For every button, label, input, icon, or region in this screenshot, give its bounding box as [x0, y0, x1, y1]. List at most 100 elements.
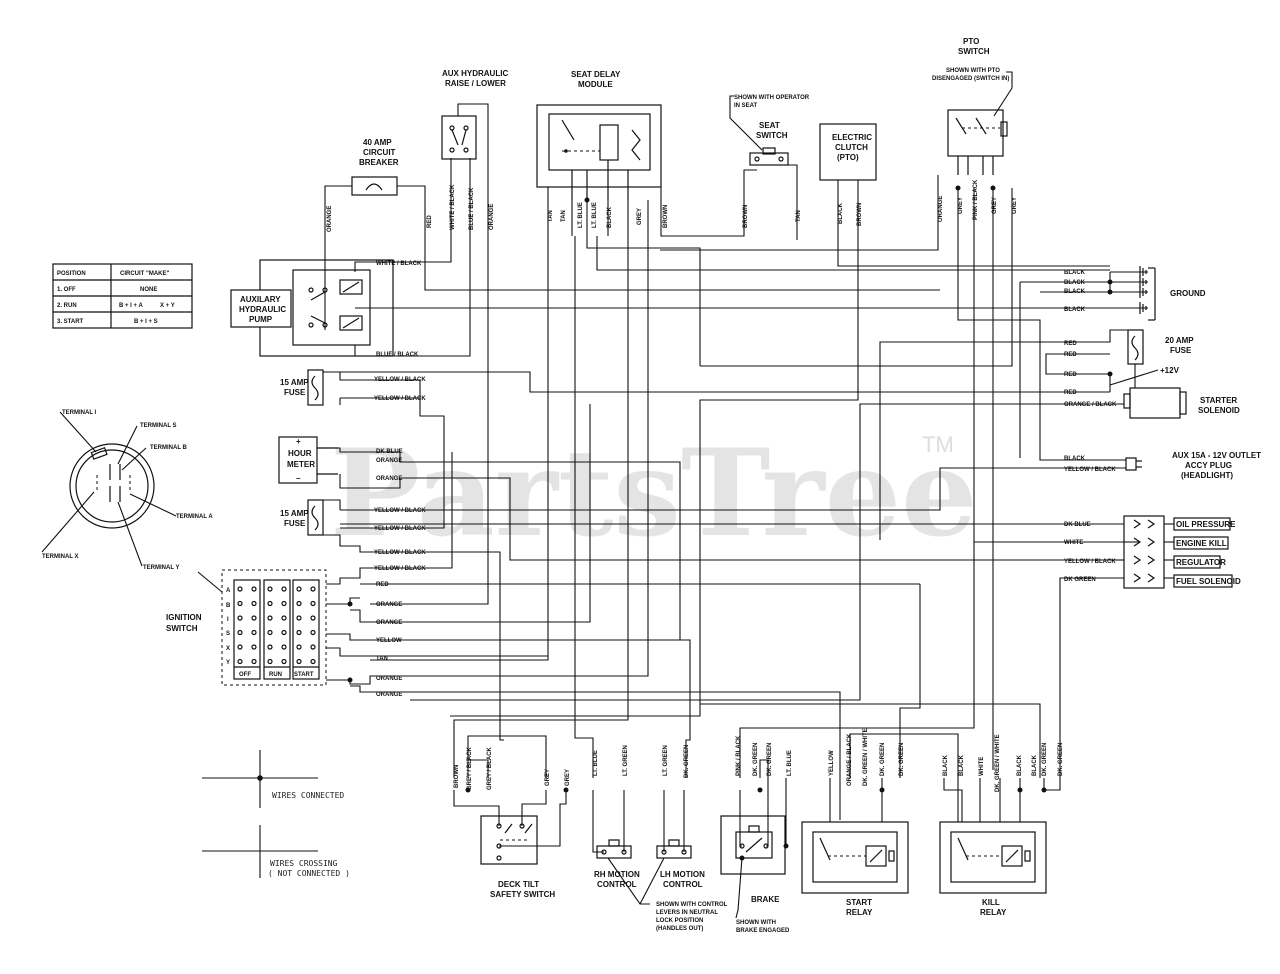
table-header-circuit: CIRCUIT "MAKE": [120, 271, 170, 277]
ign-row-x: X: [226, 646, 230, 652]
wl-lt-green-b2: LT. GREEN: [663, 745, 669, 776]
wl-lt-blue-b2: LT. BLUE: [787, 750, 793, 776]
fuse15b-label-1: 15 AMP: [280, 509, 309, 518]
ignition-contact: [237, 600, 243, 607]
pump-label-1: AUXILARY: [240, 295, 281, 304]
pto-switch: PTO SWITCH SHOWN WITH PTO DISENGAGED (SW…: [932, 37, 1013, 175]
aux-hydraulic-switch: AUX HYDRAULIC RAISE / LOWER: [441, 69, 508, 160]
start-relay-label-2: RELAY: [846, 908, 873, 917]
pto-label-2: SWITCH: [958, 47, 990, 56]
wl-dk-blue-eng: DK BLUE: [1064, 522, 1091, 528]
oil-pressure-label: OIL PRESSURE: [1176, 520, 1236, 529]
seat-switch-label-1: SEAT: [759, 121, 780, 130]
ignition-contact: [281, 629, 287, 636]
connector-pin: [1147, 573, 1156, 583]
pto-label-1: PTO: [963, 37, 979, 46]
ignition-contact: [281, 586, 287, 592]
wl-dk-green-white-b1: DK. GREEN / WHITE: [863, 728, 869, 786]
ign-row-b: B: [226, 603, 231, 609]
ignition-contact: [296, 586, 302, 592]
ignition-contact: [237, 629, 243, 636]
connector-pin: [1133, 573, 1142, 583]
motion-note-2: LEVERS IN NEUTRAL: [656, 910, 718, 916]
table-row-run-make-b: X + Y: [160, 303, 175, 309]
wl-red-f1: RED: [1064, 341, 1077, 347]
wl-yellow-black-5: YELLOW / BLACK: [374, 550, 426, 556]
lh-label-1: LH MOTION: [660, 870, 705, 879]
ign-col-off: OFF: [239, 672, 251, 678]
pto-note-1: SHOWN WITH PTO: [946, 68, 1000, 74]
ignition-contact: [296, 629, 302, 636]
ignition-contact: [296, 615, 302, 621]
lh-label-2: CONTROL: [663, 880, 703, 889]
seat-note-2: IN SEAT: [734, 103, 758, 109]
wl-lt-blue-2: LT. BLUE: [592, 202, 598, 228]
fuel-solenoid-label: FUEL SOLENOID: [1176, 577, 1241, 586]
table-header-position: POSITION: [57, 271, 86, 277]
wl-yellow-b: YELLOW: [829, 750, 835, 776]
wl-pink-black-b: PINK / BLACK: [736, 735, 742, 776]
motion-note-4: (HANDLES OUT): [656, 926, 703, 932]
kill-relay: KILL RELAY: [939, 821, 1047, 917]
wl-red-h: RED: [376, 582, 389, 588]
wl-red-f2: RED: [1064, 352, 1077, 358]
seat-delay-module: SEAT DELAY MODULE: [536, 70, 662, 200]
aux-hyd-label-2: RAISE / LOWER: [445, 79, 506, 88]
fuse15a-label-2: FUSE: [284, 388, 306, 397]
connector-pin: [1147, 537, 1156, 547]
wl-yellow-black-3: YELLOW / BLACK: [374, 508, 426, 514]
ignition-contact: [251, 600, 257, 607]
hour-label-2: METER: [287, 460, 315, 469]
clutch-label-3: (PTO): [837, 153, 859, 162]
ignition-terminal-view: TERMINAL I TERMINAL S TERMINAL B TERMINA…: [41, 410, 213, 571]
wl-orange-h6: ORANGE: [376, 692, 402, 698]
ignition-contact: [267, 586, 273, 592]
start-relay-label-1: START: [846, 898, 872, 907]
terminal-y-label: TERMINAL Y: [143, 565, 179, 571]
fuse15b-label-2: FUSE: [284, 519, 306, 528]
wl-grey-b2: GREY: [565, 769, 571, 786]
rh-label-1: RH MOTION: [594, 870, 640, 879]
wl-yellow-black-6: YELLOW / BLACK: [374, 566, 426, 572]
starter-solenoid: +12V STARTER SOLENOID: [1109, 366, 1240, 419]
wl-yellow-black-4: YELLOW / BLACK: [374, 526, 426, 532]
table-row-start-make: B + I + S: [134, 319, 158, 325]
brake-label: BRAKE: [751, 895, 780, 904]
ignition-contact: [251, 629, 257, 636]
wl-dk-green-b6: DK. GREEN: [1042, 743, 1048, 776]
table-row-off-make: NONE: [140, 287, 157, 293]
breaker-label-2: CIRCUIT: [363, 148, 396, 157]
engine-kill-label: ENGINE KILL: [1176, 539, 1227, 548]
wl-dk-green-b4: DK. GREEN: [880, 743, 886, 776]
junctions: [347, 185, 1113, 861]
ignition-contact: [310, 615, 316, 621]
wl-dk-green-b5: DK. GREEN: [899, 743, 905, 776]
ignition-contact: [251, 586, 257, 592]
deck-tilt-switch: DECK TILT SAFETY SWITCH: [480, 815, 555, 899]
electric-clutch: ELECTRIC CLUTCH (PTO): [819, 123, 877, 181]
wl-orange-h2: ORANGE: [376, 476, 402, 482]
motion-note-1: SHOWN WITH CONTROL: [656, 902, 728, 908]
ign-col-run: RUN: [269, 672, 282, 678]
clutch-label-1: ELECTRIC: [832, 133, 872, 142]
wire-labels-horizontal: WHITE / BLACK BLUE / BLACK YELLOW / BLAC…: [374, 261, 1117, 698]
legend-connected: WIRES CONNECTED: [272, 791, 344, 800]
ignition-title-1: IGNITION: [166, 613, 202, 622]
fuse20-label-2: FUSE: [1170, 346, 1192, 355]
hour-minus: –: [296, 474, 301, 483]
terminal-a-label: TERMINAL A: [176, 514, 213, 520]
wl-grey-pto-3: GREY: [1012, 197, 1018, 214]
pto-note-2: DISENGAGED (SWITCH IN): [932, 76, 1009, 82]
wl-orange-aux: ORANGE: [489, 204, 495, 230]
wl-orange-h4: ORANGE: [376, 620, 402, 626]
wl-grey-pto-2: GREY: [992, 197, 998, 214]
seat-delay-label-1: SEAT DELAY: [571, 70, 621, 79]
seat-note-1: SHOWN WITH OPERATOR: [734, 95, 810, 101]
wire-labels-bottom: BROWN GREY / BLACK GREY / BLACK GREY GRE…: [454, 728, 1064, 792]
wl-grey-black-b2: GREY / BLACK: [487, 746, 493, 790]
ignition-contact: [281, 600, 287, 607]
wl-orange-h1: ORANGE: [376, 458, 402, 464]
regulator-label: REGULATOR: [1176, 558, 1226, 567]
legend-crossing-1: WIRES CROSSING: [270, 859, 338, 868]
